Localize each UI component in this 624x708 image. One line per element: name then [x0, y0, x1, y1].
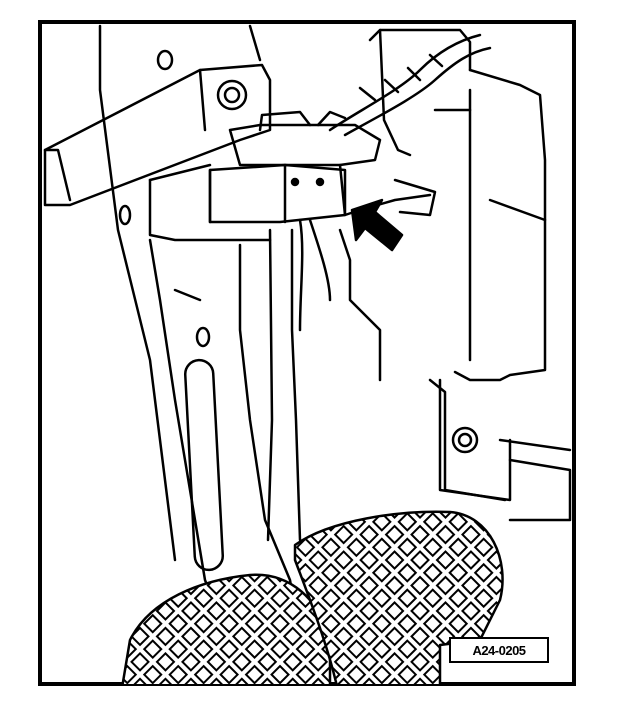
- pedal-rod: [266, 228, 382, 542]
- reference-code-label: A24-0205: [449, 637, 549, 663]
- arrow-pointer-icon: [350, 198, 404, 252]
- mounting-bracket: [43, 49, 272, 242]
- lower-bracket: [428, 378, 507, 502]
- bolt-icon: [216, 79, 248, 111]
- firewall-panel: [98, 24, 572, 562]
- bolt-icon: [451, 426, 479, 454]
- wiring-harness: [298, 33, 492, 332]
